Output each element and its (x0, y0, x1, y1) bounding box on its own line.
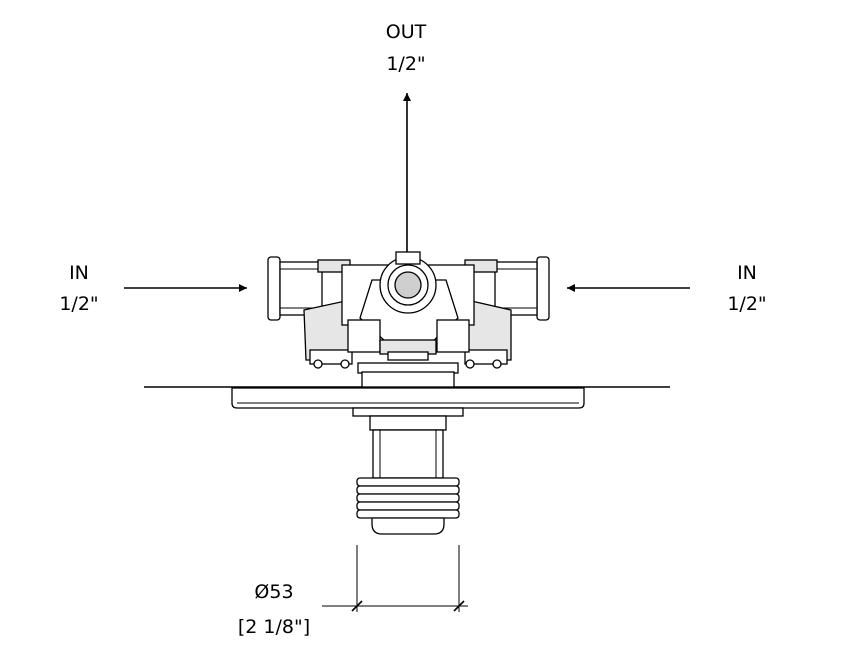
riser-tube (352, 407, 464, 535)
out-size-label: 1/2" (386, 53, 425, 75)
out-label: OUT (386, 21, 427, 43)
mounting-plate (144, 386, 670, 409)
in-right-label: IN (737, 262, 757, 284)
in-left-size-label: 1/2" (59, 293, 98, 315)
valve-head (267, 251, 550, 388)
in-right-size-label: 1/2" (727, 293, 766, 315)
diameter-inch-label: [2 1/8"] (238, 616, 310, 638)
in-left-label: IN (69, 262, 89, 284)
diameter-dimension (322, 545, 468, 612)
diameter-label: Ø53 (254, 581, 293, 603)
